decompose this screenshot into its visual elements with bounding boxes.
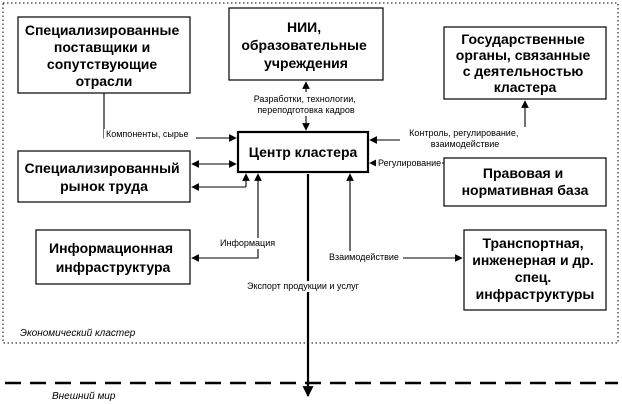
box-government-line: кластера	[494, 79, 557, 95]
box-government-line: с деятельностью	[463, 63, 584, 79]
outer-region-label: Внешний мир	[52, 391, 116, 402]
box-info-line: инфраструктура	[56, 259, 171, 275]
svg-text:НИИ, образовательные: НИИ, образовательные учреждения	[241, 19, 370, 71]
svg-text:Правовая и нормативная б: Правовая и нормативная база	[462, 165, 589, 198]
box-government-line: органы, связанные	[456, 47, 591, 63]
box-labor-market: Специализированный рынок труда	[17, 150, 191, 203]
box-suppliers-line: Специализированные	[25, 22, 180, 38]
box-research-line: НИИ,	[287, 19, 321, 35]
cluster-center-label: Центр кластера	[249, 144, 358, 160]
box-cluster-center: Центр кластера	[236, 130, 370, 174]
svg-text:Специализированный рынок: Специализированный рынок труда	[24, 160, 183, 194]
label-interaction: Взаимодействие	[329, 252, 399, 262]
label-regulation: Регулирование	[378, 158, 441, 168]
box-transport-line: инженерная и др.	[472, 252, 594, 268]
svg-text:Контроль, регулирование, в: Контроль, регулирование, взаимодействие	[409, 128, 521, 149]
box-research: НИИ, образовательные учреждения	[228, 7, 384, 81]
box-transport-line: инфраструктуры	[476, 286, 595, 302]
box-suppliers-line: поставщики и	[54, 39, 150, 55]
svg-text:Государственные органы,: Государственные органы, связанные с деят…	[456, 31, 594, 95]
label-research-line: Разработки, технологии,	[254, 94, 356, 104]
cluster-region-label: Экономический кластер	[20, 328, 136, 339]
label-export: Экспорт продукции и услуг	[247, 281, 360, 291]
box-transport-line: Транспортная,	[482, 235, 583, 251]
box-info-line: Информационная	[49, 240, 173, 256]
label-information: Информация	[220, 238, 275, 248]
box-transport-line: спец.	[515, 269, 552, 285]
box-labor-line: рынок труда	[60, 178, 148, 194]
box-research-line: образовательные	[241, 37, 367, 53]
box-suppliers: Специализированные поставщики и сопутств…	[17, 16, 191, 94]
box-suppliers-line: отрасли	[76, 73, 133, 89]
box-legal-line: Правовая и	[483, 165, 563, 181]
box-transport-infrastructure: Транспортная, инженерная и др. спец. инф…	[463, 229, 607, 311]
label-control-line: Контроль, регулирование,	[409, 128, 518, 138]
svg-text:Разработки, технологии, пе: Разработки, технологии, переподготовка к…	[254, 94, 359, 115]
box-government-line: Государственные	[461, 31, 585, 47]
box-government: Государственные органы, связанные с деят…	[443, 26, 607, 100]
box-legal-base: Правовая и нормативная база	[443, 157, 607, 207]
svg-text:Информационная инфрастру: Информационная инфраструктура	[49, 240, 177, 275]
cluster-boundary	[2, 2, 619, 344]
label-research-line: переподготовка кадров	[257, 105, 355, 115]
box-research-line: учреждения	[264, 55, 348, 71]
svg-text:Транспортная, инженерная: Транспортная, инженерная и др. спец. инф…	[472, 235, 597, 302]
label-control-line: взаимодействие	[431, 139, 500, 149]
box-legal-line: нормативная база	[462, 182, 589, 198]
box-info-infrastructure: Информационная инфраструктура	[35, 229, 191, 285]
box-suppliers-line: сопутствующие	[47, 56, 157, 72]
label-components: Компоненты, сырье	[106, 129, 189, 139]
arrow-information	[191, 173, 262, 262]
box-labor-line: Специализированный	[24, 160, 179, 176]
svg-text:Специализированные поста: Специализированные поставщики и сопутств…	[25, 22, 183, 89]
